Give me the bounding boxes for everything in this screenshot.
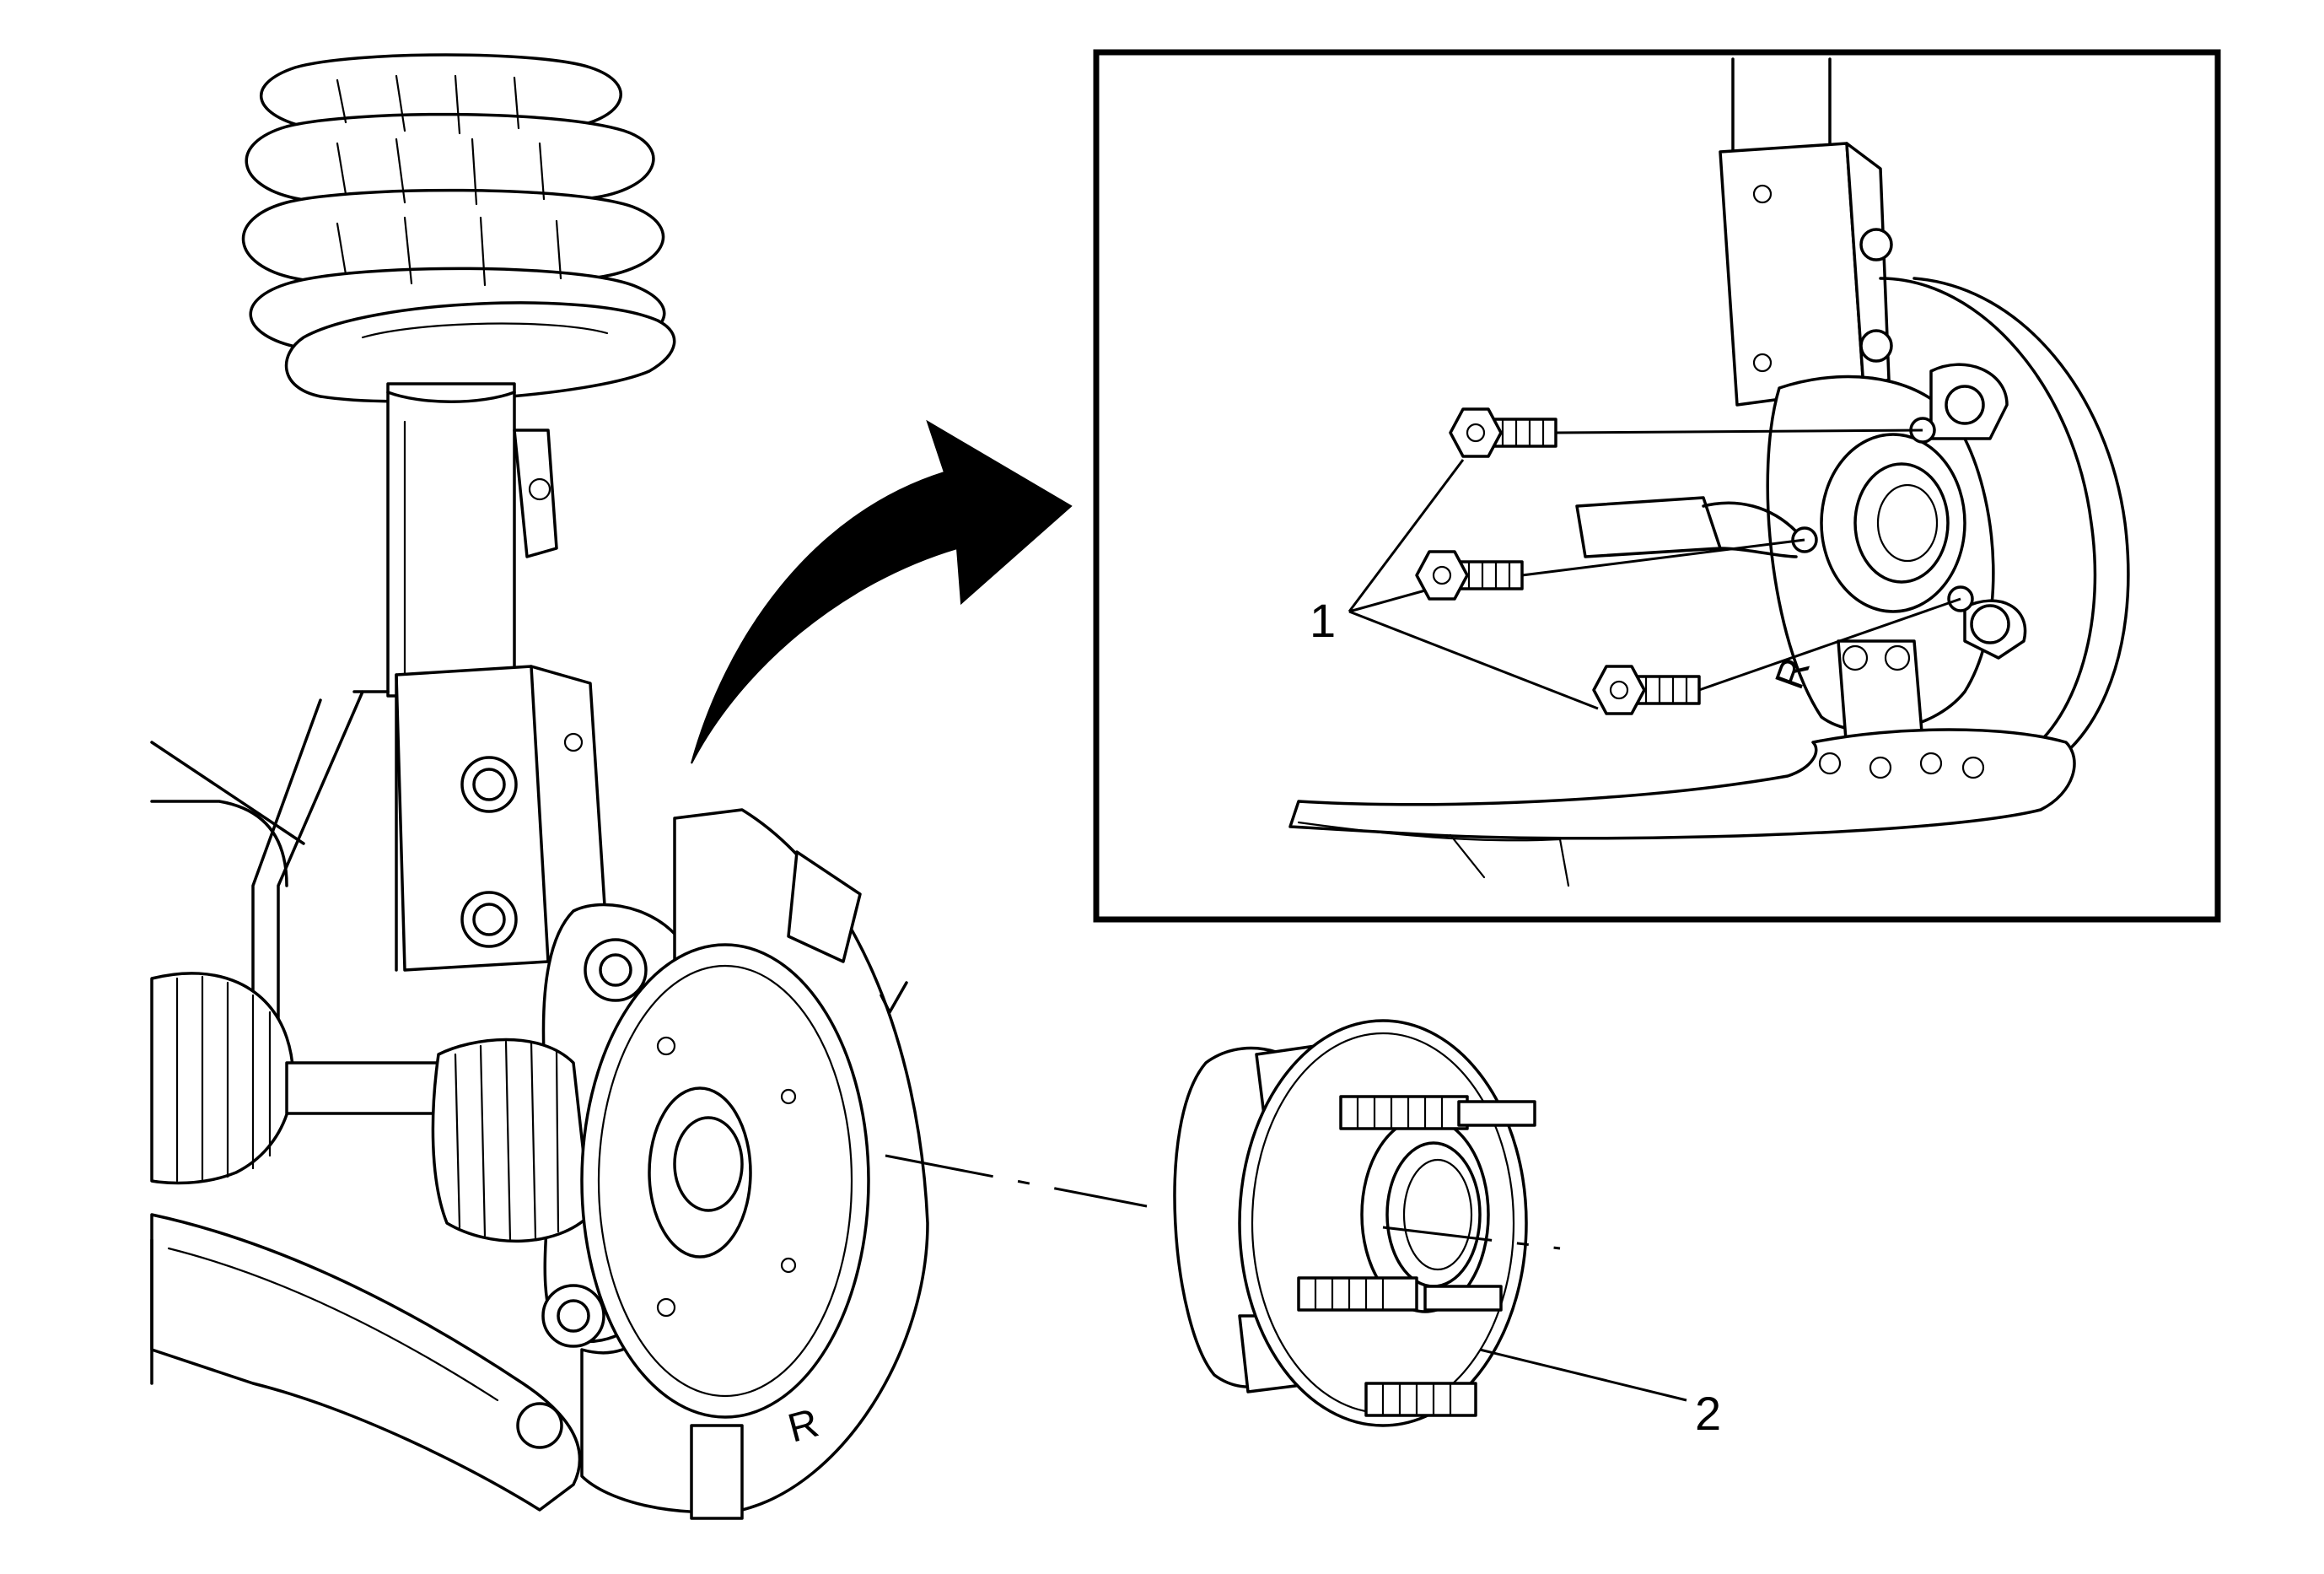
detail-inset: R <box>1093 49 2221 923</box>
callout-2-leader <box>1479 1348 1687 1402</box>
strut-body <box>386 382 558 698</box>
spring-seat <box>284 301 676 403</box>
wheel-hub-bearing <box>1173 1019 1561 1427</box>
bolt-lower <box>1592 665 1701 715</box>
bolt-upper <box>1449 407 1557 458</box>
alignment-centerline <box>885 1154 1148 1208</box>
lower-control-arm <box>150 1213 582 1512</box>
knuckle-bolts <box>1415 407 1701 715</box>
main-assembly-view: R <box>150 53 1148 1520</box>
coil-spring <box>241 53 666 358</box>
callout-1-leaders <box>1348 459 1599 710</box>
callout-1-label: 1 <box>1310 594 1336 647</box>
knuckle-bearing-face <box>580 943 870 1419</box>
callout-2-label: 2 <box>1695 1387 1721 1440</box>
wheel-studs <box>1297 1095 1536 1417</box>
detail-arrow <box>691 419 1073 764</box>
